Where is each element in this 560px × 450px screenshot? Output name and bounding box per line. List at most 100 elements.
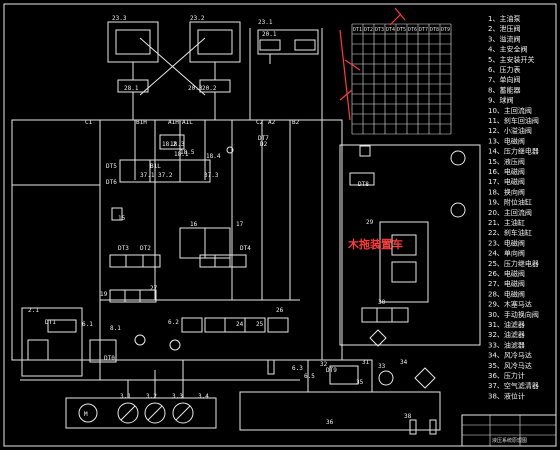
nums-label: 37.3 bbox=[204, 172, 219, 179]
legend-item: 11、刹车回油阀 bbox=[488, 116, 539, 125]
nums-label: 30 bbox=[378, 299, 386, 306]
top-label: 20.1 bbox=[262, 31, 277, 38]
valves-label: DT2 bbox=[140, 245, 151, 252]
motor-label: M bbox=[84, 411, 88, 418]
valves-label: DT9 bbox=[326, 367, 337, 374]
nums-label: 3.1 bbox=[120, 393, 131, 400]
title-block: 液压系统原理图 bbox=[461, 414, 557, 447]
legend-item: 21、主油缸 bbox=[488, 218, 525, 227]
legend-item: 3、溢流阀 bbox=[488, 34, 520, 43]
legend-item: 18、换向阀 bbox=[488, 187, 525, 196]
ports-label: C2 bbox=[256, 119, 264, 126]
main-circuit bbox=[11, 119, 343, 380]
table-header: DT8 bbox=[430, 27, 439, 33]
legend-item: 13、电磁阀 bbox=[488, 136, 525, 145]
legend-item: 2、泄压阀 bbox=[488, 24, 520, 33]
nums-label: 36 bbox=[326, 419, 334, 426]
top-label: 23.2 bbox=[190, 15, 205, 22]
nums-label: 3.3 bbox=[172, 393, 183, 400]
valves-label: DT3 bbox=[118, 245, 129, 252]
nums-label: 16 bbox=[190, 221, 198, 228]
top-right-cylinder bbox=[249, 28, 323, 360]
legend-item: 38、液位计 bbox=[488, 391, 525, 400]
nums-label: 6.3 bbox=[292, 365, 303, 372]
valves-label: DT5 bbox=[106, 163, 117, 170]
legend-item: 31、油滤器 bbox=[488, 320, 525, 329]
top-label: 20.2 bbox=[202, 85, 217, 92]
nums-label: 26 bbox=[276, 307, 284, 314]
top-label: 23.1 bbox=[258, 19, 273, 26]
legend-item: 4、主安全阀 bbox=[488, 45, 527, 54]
red-annotations: 木拖装置车 bbox=[339, 7, 406, 251]
legend-item: 10、主回流阀 bbox=[488, 106, 532, 115]
nums-label: 3.4 bbox=[198, 393, 209, 400]
legend-item: 24、单向阀 bbox=[488, 249, 525, 258]
top-label: 23.3 bbox=[112, 15, 127, 22]
nums-label: 3.2 bbox=[146, 393, 157, 400]
valves-label: DT1 bbox=[45, 319, 56, 326]
nums-label: 2.1 bbox=[28, 307, 39, 314]
legend-item: 37、空气滤清器 bbox=[488, 381, 539, 390]
nums-label: 33 bbox=[378, 363, 386, 370]
cooler-module bbox=[267, 329, 436, 393]
nums-label: 15 bbox=[118, 215, 126, 222]
nums-label: 35 bbox=[356, 379, 364, 386]
table-header: DT7 bbox=[419, 27, 428, 33]
legend-item: 15、液压阀 bbox=[488, 157, 525, 166]
valve-block-18 bbox=[119, 134, 234, 183]
legend-item: 7、单向阀 bbox=[488, 75, 520, 84]
nums-label: 18.5 bbox=[180, 149, 195, 156]
cross-lines bbox=[132, 37, 216, 120]
valves-label: DT6 bbox=[106, 179, 117, 186]
legend-item: 17、电磁阀 bbox=[488, 177, 525, 186]
right-circuit bbox=[339, 144, 481, 346]
legend-item: 20、主回流阀 bbox=[488, 208, 532, 217]
legend-item: 25、压力继电器 bbox=[488, 259, 539, 268]
table-header: DT6 bbox=[408, 27, 417, 33]
nums-label: 27 bbox=[150, 285, 158, 292]
valve-group-dt1 bbox=[109, 207, 161, 303]
tank bbox=[239, 391, 441, 435]
legend-item: 28、电磁阀 bbox=[488, 289, 525, 298]
nums-label: 31 bbox=[362, 359, 370, 366]
nums-label: 34 bbox=[400, 359, 408, 366]
legend-item: 26、电磁阀 bbox=[488, 269, 525, 278]
pumps bbox=[20, 360, 300, 429]
legend-item: 16、电磁阀 bbox=[488, 167, 525, 176]
legend-item: 29、木塞马达 bbox=[488, 300, 532, 309]
table-header: DT3 bbox=[375, 27, 384, 33]
legend-item: 12、小溢油阀 bbox=[488, 126, 532, 135]
nums-label: 37.1 bbox=[140, 172, 155, 179]
legend-item: 6、压力表 bbox=[488, 65, 520, 74]
legend-item: 14、压力继电器 bbox=[488, 147, 539, 156]
nums-label: 6.2 bbox=[168, 319, 179, 326]
top-cylinder-right bbox=[189, 21, 241, 93]
drawing-border bbox=[3, 3, 557, 447]
nums-label: 19 bbox=[100, 291, 108, 298]
nums-label: 24 bbox=[236, 321, 244, 328]
ports-label: B1H bbox=[136, 119, 147, 126]
valves-label: DT8 bbox=[358, 181, 369, 188]
valves-label: DT4 bbox=[240, 245, 251, 252]
ports-label: D2 bbox=[260, 141, 268, 148]
nums-label: 32 bbox=[320, 361, 328, 368]
nums-label: 29 bbox=[366, 219, 374, 226]
red-text: 木拖装置车 bbox=[347, 237, 403, 251]
table-header: DT2 bbox=[364, 27, 373, 33]
top-label: 28.1 bbox=[124, 85, 139, 92]
legend-item: 1、主油泵 bbox=[488, 14, 520, 23]
ports-label: A1L bbox=[182, 119, 193, 126]
nums-label: 18.3 bbox=[170, 141, 185, 148]
top-cylinder-left bbox=[107, 21, 159, 93]
motor: M bbox=[78, 403, 98, 423]
ports-label: B2 bbox=[292, 119, 300, 126]
legend-item: 8、蓄能器 bbox=[488, 85, 520, 94]
legend-item: 9、球阀 bbox=[488, 96, 513, 105]
nums-label: 8.1 bbox=[110, 325, 121, 332]
legend-item: 34、风冷马达 bbox=[488, 351, 532, 360]
valve-group-4 bbox=[21, 307, 117, 377]
nums-label: 25 bbox=[256, 321, 264, 328]
